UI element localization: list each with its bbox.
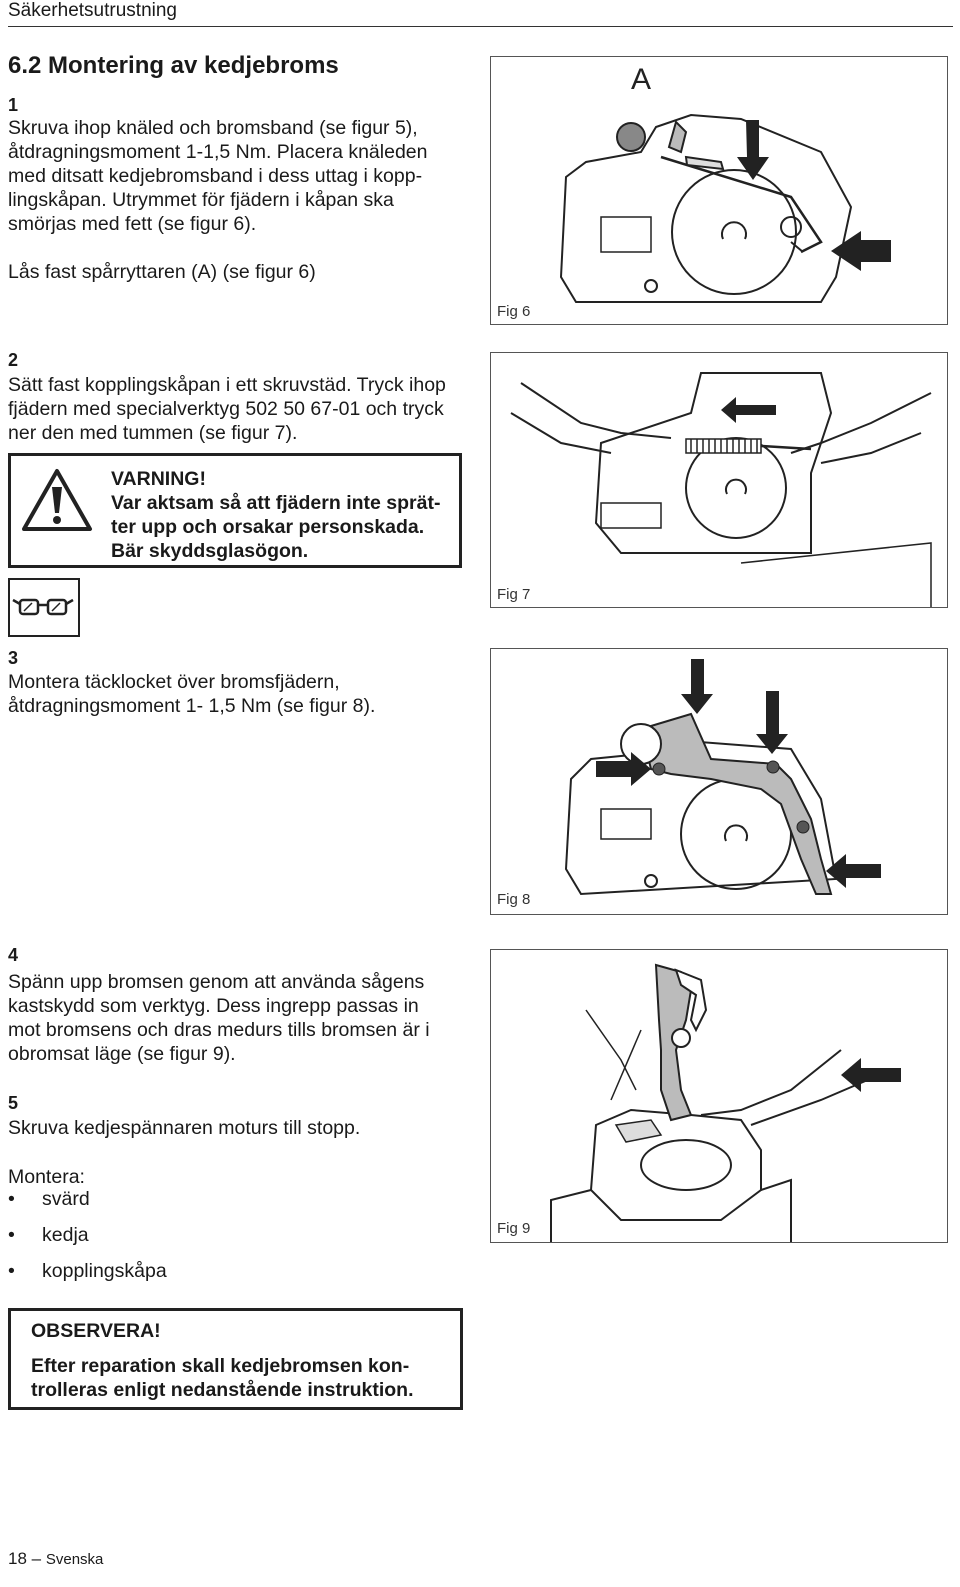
figure-8-illustration <box>564 659 881 896</box>
step-2-line: fjädern med specialverktyg 502 50 67-01 … <box>8 398 444 420</box>
figure-7-illustration <box>510 372 932 607</box>
figure-9: Fig 9 <box>490 949 948 1243</box>
step-1-number: 1 <box>8 95 19 115</box>
step-4-line: kastskydd som verktyg. Dess ingrepp pass… <box>8 995 419 1017</box>
figure-8: Fig 8 <box>490 648 948 915</box>
notice-text: Efter reparation skall kedjebromsen kon-… <box>31 1354 414 1402</box>
figure-6-label: Fig 6 <box>497 303 531 320</box>
bullet-text: kopplingskåpa <box>42 1260 167 1282</box>
step-2-number: 2 <box>8 350 19 370</box>
figure-8-label: Fig 8 <box>497 891 531 908</box>
safety-glasses-icon <box>8 578 80 637</box>
page-number: 18 <box>8 1549 27 1568</box>
step-2-text: Sätt fast kopplingskåpan i ett skruvstäd… <box>8 373 468 445</box>
figure-6-illustration: A <box>559 63 891 303</box>
figure-7-label: Fig 7 <box>497 586 531 603</box>
step-4-text: Spänn upp bromsen genom att använda såge… <box>8 970 468 1066</box>
step-1-text: Skruva ihop knäled och bromsband (se fig… <box>8 116 468 236</box>
bullet-item: •kopplingskåpa <box>8 1260 167 1282</box>
warning-line: ter upp och orsakar personskada. <box>111 516 425 538</box>
step-2-line: ner den med tummen (se figur 7). <box>8 422 298 444</box>
bullet-text: kedja <box>42 1224 89 1246</box>
step-3-text: Montera täcklocket över bromsfjädern, åt… <box>8 670 468 718</box>
step-1-line: lingskåpan. Utrymmet för fjädern i kåpan… <box>8 189 394 211</box>
step-1-line: smörjas med fett (se figur 6). <box>8 213 257 235</box>
step-2-line: Sätt fast kopplingskåpan i ett skruvstäd… <box>8 374 446 396</box>
step-4-number: 4 <box>8 945 19 965</box>
warning-line: Var aktsam så att fjädern inte sprät- <box>111 492 441 514</box>
warning-triangle-icon <box>21 467 93 533</box>
step-5-number: 5 <box>8 1093 19 1113</box>
warning-box: VARNING! Var aktsam så att fjädern inte … <box>8 453 462 568</box>
notice-title: OBSERVERA! <box>31 1320 161 1342</box>
step-1-line: åtdragningsmoment 1-1,5 Nm. Placera knäl… <box>8 141 428 163</box>
step-4-line: obromsat läge (se figur 9). <box>8 1043 236 1065</box>
step-3-number: 3 <box>8 648 19 668</box>
figure-9-label: Fig 9 <box>497 1220 531 1237</box>
step-1-line: med ditsatt kedjebromsband i dess uttag … <box>8 165 423 187</box>
step-4-line: mot bromsens och dras medurs tills broms… <box>8 1019 430 1041</box>
page-footer: 18 – Svenska <box>8 1549 103 1569</box>
footer-dash: – <box>31 1549 42 1568</box>
mount-label: Montera: <box>8 1166 85 1188</box>
warning-text: VARNING! Var aktsam så att fjädern inte … <box>111 467 440 563</box>
step-5-text: Skruva kedjespännaren moturs till stopp. <box>8 1117 361 1139</box>
running-header: Säkerhetsutrustning <box>8 0 177 21</box>
footer-language: Svenska <box>45 1551 104 1568</box>
warning-title: VARNING! <box>111 468 206 490</box>
notice-box: OBSERVERA! Efter reparation skall kedjeb… <box>8 1308 463 1410</box>
bullet-text: svärd <box>42 1188 90 1210</box>
section-title: 6.2 Montering av kedjebroms <box>8 52 339 79</box>
figure-6: A Fig 6 <box>490 56 948 325</box>
step-1-extra: Lås fast spårryttaren (A) (se figur 6) <box>8 261 316 283</box>
step-1-line: Skruva ihop knäled och bromsband (se fig… <box>8 117 418 139</box>
header-divider <box>8 26 953 27</box>
bullet-item: •kedja <box>8 1224 89 1246</box>
figure-9-illustration <box>550 963 901 1242</box>
notice-line: Efter reparation skall kedjebromsen kon- <box>31 1355 410 1377</box>
figure-7: Fig 7 <box>490 352 948 608</box>
step-4-line: Spänn upp bromsen genom att använda såge… <box>8 971 425 993</box>
figure-6-marker: A <box>631 63 651 96</box>
step-3-line: Montera täcklocket över bromsfjädern, <box>8 671 340 693</box>
notice-line: trolleras enligt nedanstående instruktio… <box>31 1379 414 1401</box>
step-3-line: åtdragningsmoment 1- 1,5 Nm (se figur 8)… <box>8 695 376 717</box>
bullet-item: •svärd <box>8 1188 90 1210</box>
warning-line: Bär skyddsglasögon. <box>111 540 309 562</box>
